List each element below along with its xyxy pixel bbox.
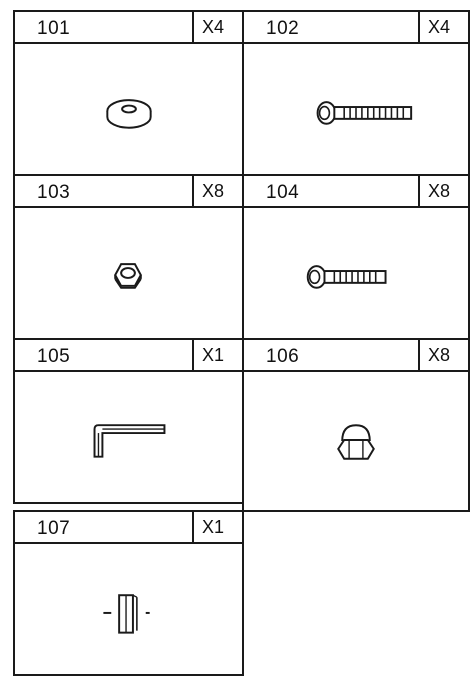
washer-icon bbox=[15, 44, 242, 174]
part-card-103: 103 X8 bbox=[13, 174, 244, 340]
part-number: 107 bbox=[37, 518, 70, 540]
long-bolt-icon bbox=[244, 44, 468, 174]
part-card-106: 106 X8 bbox=[242, 338, 470, 512]
part-card-101: 101 X4 bbox=[13, 10, 244, 176]
part-quantity: X4 bbox=[418, 12, 468, 42]
part-header: 101 X4 bbox=[15, 12, 242, 44]
part-header: 103 X8 bbox=[15, 176, 242, 208]
part-quantity: X4 bbox=[192, 12, 242, 42]
part-quantity: X8 bbox=[418, 176, 468, 206]
part-header: 102 X4 bbox=[244, 12, 468, 44]
part-number: 104 bbox=[266, 182, 299, 204]
part-card-105: 105 X1 bbox=[13, 338, 244, 504]
part-quantity: X1 bbox=[192, 512, 242, 542]
part-header: 106 X8 bbox=[244, 340, 468, 372]
part-card-104: 104 X8 bbox=[242, 174, 470, 340]
part-quantity: X1 bbox=[192, 340, 242, 370]
part-number: 102 bbox=[266, 18, 299, 40]
part-header: 107 X1 bbox=[15, 512, 242, 544]
cap-nut-icon bbox=[244, 372, 468, 510]
hex-tool-icon bbox=[15, 544, 242, 674]
part-card-107: 107 X1 bbox=[13, 510, 244, 676]
hex-nut-icon bbox=[15, 208, 242, 338]
part-number: 101 bbox=[37, 18, 70, 40]
part-quantity: X8 bbox=[418, 340, 468, 370]
part-header: 104 X8 bbox=[244, 176, 468, 208]
part-number: 105 bbox=[37, 346, 70, 368]
short-bolt-icon bbox=[244, 208, 468, 338]
part-quantity: X8 bbox=[192, 176, 242, 206]
part-card-102: 102 X4 bbox=[242, 10, 470, 176]
part-number: 103 bbox=[37, 182, 70, 204]
part-number: 106 bbox=[266, 346, 299, 368]
part-header: 105 X1 bbox=[15, 340, 242, 372]
allen-key-icon bbox=[15, 372, 242, 502]
